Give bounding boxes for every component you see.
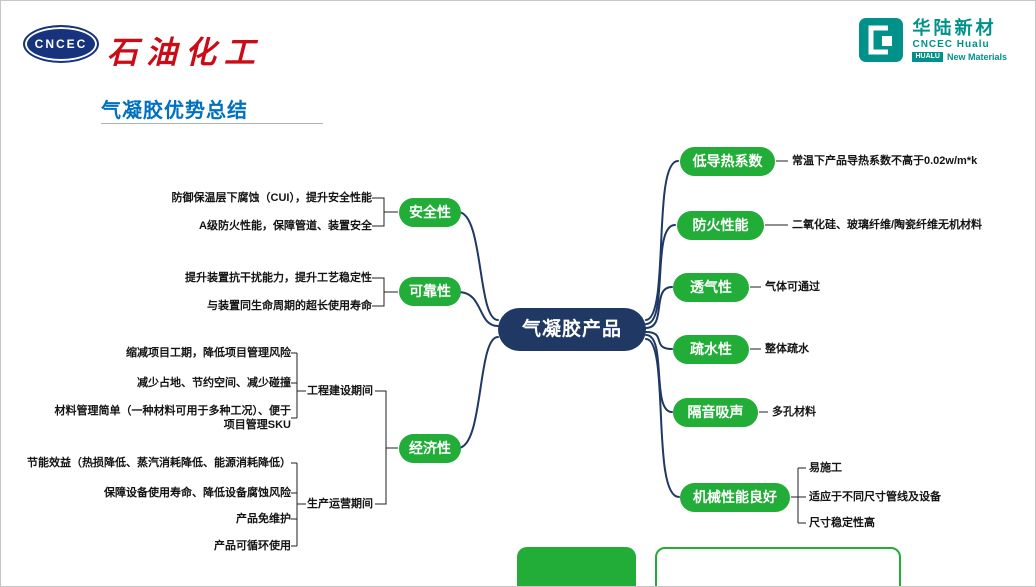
note-economy-energy-saving: 节能效益（热损降低、蒸汽消耗降低、能源消耗降低） [27, 457, 291, 469]
title-underline [101, 123, 323, 124]
label-operation-period: 生产运营期间 [307, 498, 373, 510]
branch-pill-safety: 安全性 [399, 198, 461, 227]
note-reliability-lifecycle: 与装置同生命周期的超长使用寿命 [207, 300, 372, 312]
bottom-bar-filled [517, 547, 636, 586]
branch-pill-fire-resistance: 防火性能 [677, 211, 764, 240]
hualu-logo-icon [859, 18, 904, 62]
branch-pill-hydrophobicity: 疏水性 [673, 335, 749, 364]
branch-pill-mechanical-properties: 机械性能良好 [680, 483, 790, 512]
brand-title: 石油化工 [107, 35, 263, 70]
note-economy-space: 减少占地、节约空间、减少碰撞 [137, 377, 291, 389]
branch-pill-reliability: 可靠性 [399, 277, 461, 306]
note-easy-construction: 易施工 [809, 462, 842, 474]
note-economy-maintenance-free: 产品免维护 [236, 513, 291, 525]
hualu-name: 华陆新材 [912, 17, 997, 38]
hualu-logo: 华陆新材 CNCEC Hualu HUALU New Materials [858, 17, 1007, 63]
note-overall-hydrophobic: 整体疏水 [765, 343, 809, 355]
hualu-tagline: New Materials [946, 51, 1007, 62]
note-fits-various-sizes: 适应于不同尺寸管线及设备 [809, 491, 941, 503]
note-thermal-conductivity-value: 常温下产品导热系数不高于0.02w/m*k [792, 155, 978, 167]
label-construction-period: 工程建设期间 [307, 385, 373, 397]
note-inorganic-materials: 二氧化硅、玻璃纤维/陶瓷纤维无机材料 [792, 219, 983, 231]
center-node-aerogel-product: 气凝胶产品 [498, 308, 646, 351]
cncec-logo: CNCEC [23, 25, 99, 63]
note-porous-material: 多孔材料 [772, 406, 816, 418]
hualu-badge: HUALU [912, 51, 943, 62]
note-reliability-stability: 提升装置抗干扰能力，提升工艺稳定性 [185, 272, 372, 284]
page-title: 气凝胶优势总结 [101, 100, 248, 122]
note-gas-permeable: 气体可通过 [765, 281, 820, 293]
cncec-logo-text: CNCEC [34, 37, 88, 51]
hualu-logo-text: 华陆新材 CNCEC Hualu HUALU New Materials [912, 19, 1007, 62]
branch-pill-sound-insulation: 隔音吸声 [673, 398, 758, 427]
note-safety-fireproof: A级防火性能，保障管道、装置安全 [199, 220, 372, 232]
note-dimensional-stability: 尺寸稳定性高 [809, 517, 875, 529]
branch-pill-economy: 经济性 [399, 434, 461, 463]
branch-pill-breathability: 透气性 [673, 273, 749, 302]
note-economy-equipment-life: 保障设备使用寿命、降低设备腐蚀风险 [104, 487, 291, 499]
branch-pill-low-thermal-conductivity: 低导热系数 [680, 147, 775, 176]
note-economy-schedule: 缩减项目工期，降低项目管理风险 [126, 347, 291, 359]
bottom-bar-outlined [655, 547, 901, 586]
hualu-subtitle: CNCEC Hualu [912, 38, 990, 50]
hualu-tagline-row: HUALU New Materials [912, 51, 1007, 62]
note-economy-sku: 材料管理简单（一种材料可用于多种工况）、便于项目管理SKU [54, 405, 292, 431]
note-economy-recyclable: 产品可循环使用 [214, 540, 291, 552]
note-safety-cui: 防御保温层下腐蚀（CUI），提升安全性能 [171, 192, 372, 204]
